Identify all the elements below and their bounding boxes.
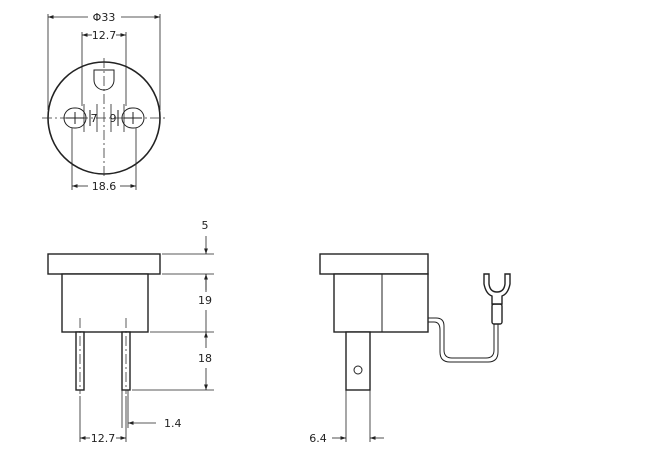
ground-hole — [93, 69, 115, 91]
ground-wire — [428, 317, 495, 359]
dim-pin-thickness: 1.4 — [164, 417, 182, 430]
dim-gap-right: 9 — [110, 112, 117, 125]
front-view: 5 19 18 1.4 12.7 — [47, 219, 214, 445]
dim-gap-left: 7 — [91, 112, 98, 125]
dim-tab-width: 6.4 — [309, 432, 327, 445]
blade-terminal — [345, 331, 371, 391]
dim-flange-height: 5 — [202, 219, 209, 232]
dim-pin-pitch-bottom: 12.7 — [91, 432, 116, 445]
fork-terminal — [483, 273, 511, 305]
dim-overall-width: 18.6 — [92, 180, 117, 193]
crimp-sleeve — [491, 303, 503, 325]
side-flange — [319, 253, 429, 275]
dim-diameter: Φ33 — [93, 11, 116, 24]
side-body — [333, 273, 429, 333]
dim-pin-length: 18 — [198, 352, 212, 365]
socket-body — [61, 273, 149, 333]
blade-hole — [353, 365, 363, 375]
top-view: Φ33 12.7 7 9 18.6 — [42, 11, 166, 193]
flange — [47, 253, 161, 275]
left-pin-slot — [63, 107, 87, 129]
right-pin-slot — [121, 107, 145, 129]
dim-pin-pitch-top: 12.7 — [92, 29, 117, 42]
side-view: 6.4 — [309, 253, 511, 445]
dim-body-height: 19 — [198, 294, 212, 307]
